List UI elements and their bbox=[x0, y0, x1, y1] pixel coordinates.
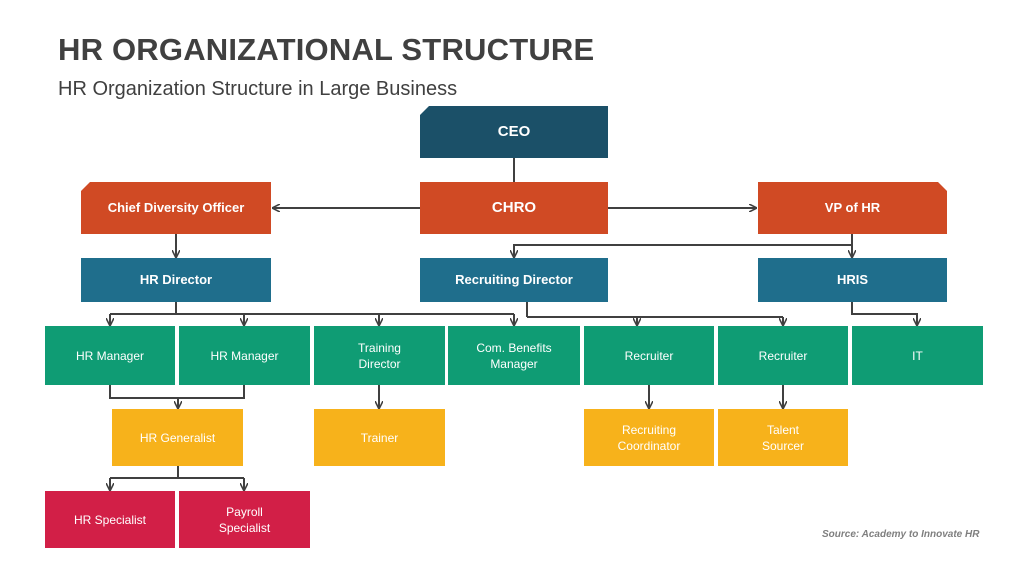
source-caption: Source: Academy to Innovate HR bbox=[822, 529, 980, 540]
node-hris: HRIS bbox=[758, 258, 947, 302]
node-it: IT bbox=[852, 326, 983, 385]
node-talent-sourcer: Talent Sourcer bbox=[718, 409, 848, 466]
connector-managers-generalist bbox=[109, 385, 245, 399]
node-recruiting-director: Recruiting Director bbox=[420, 258, 608, 302]
node-training-director-label: Training Director bbox=[358, 340, 401, 371]
node-trainer: Trainer bbox=[314, 409, 445, 466]
node-vphr-label: VP of HR bbox=[824, 200, 881, 215]
node-com-benefits-manager: Com. Benefits Manager bbox=[448, 326, 580, 385]
node-chro: CHRO bbox=[420, 182, 608, 234]
node-ceo: CEO bbox=[420, 106, 608, 158]
node-hr-generalist-label: HR Generalist bbox=[139, 430, 216, 445]
node-talent-sourcer-label: Talent Sourcer bbox=[761, 422, 805, 453]
connector-vp-children bbox=[514, 234, 853, 257]
page-subtitle: HR Organization Structure in Large Busin… bbox=[58, 78, 458, 100]
node-hr-manager-1-label: HR Manager bbox=[75, 348, 145, 363]
node-recruiter-2-label: Recruiter bbox=[758, 348, 808, 363]
node-hr-specialist-label: HR Specialist bbox=[73, 512, 147, 527]
node-recruiting-coordinator: Recruiting Coordinator bbox=[584, 409, 714, 466]
node-hris-label: HRIS bbox=[836, 272, 869, 287]
node-chro-label: CHRO bbox=[491, 199, 537, 216]
node-benefits-manager-label: Com. Benefits Manager bbox=[476, 340, 552, 371]
node-cdo-label: Chief Diversity Officer bbox=[107, 200, 245, 215]
node-it-label: IT bbox=[912, 348, 923, 363]
node-chief-diversity-officer: Chief Diversity Officer bbox=[81, 182, 271, 234]
node-recruiter-2: Recruiter bbox=[718, 326, 848, 385]
node-hr-director-label: HR Director bbox=[139, 272, 213, 287]
node-recruiter-1: Recruiter bbox=[584, 326, 714, 385]
node-hr-director: HR Director bbox=[81, 258, 271, 302]
node-hr-manager-2-label: HR Manager bbox=[210, 348, 279, 363]
node-payroll-specialist: Payroll Specialist bbox=[179, 491, 310, 548]
node-vp-of-hr: VP of HR bbox=[758, 182, 947, 234]
node-recruiting-director-label: Recruiting Director bbox=[455, 272, 573, 287]
page-title: HR ORGANIZATIONAL STRUCTURE bbox=[58, 32, 595, 67]
node-ceo-label: CEO bbox=[497, 123, 531, 140]
node-trainer-label: Trainer bbox=[360, 430, 399, 445]
node-training-director: Training Director bbox=[314, 326, 445, 385]
node-hr-manager-2: HR Manager bbox=[179, 326, 310, 385]
connector-hris-it bbox=[851, 302, 917, 325]
node-payroll-specialist-label: Payroll Specialist bbox=[218, 504, 271, 535]
node-recruiter-1-label: Recruiter bbox=[624, 348, 674, 363]
node-hr-generalist: HR Generalist bbox=[112, 409, 243, 466]
node-recruiting-coordinator-label: Recruiting Coordinator bbox=[617, 422, 681, 453]
node-hr-manager-1: HR Manager bbox=[45, 326, 175, 385]
node-hr-specialist: HR Specialist bbox=[45, 491, 175, 548]
